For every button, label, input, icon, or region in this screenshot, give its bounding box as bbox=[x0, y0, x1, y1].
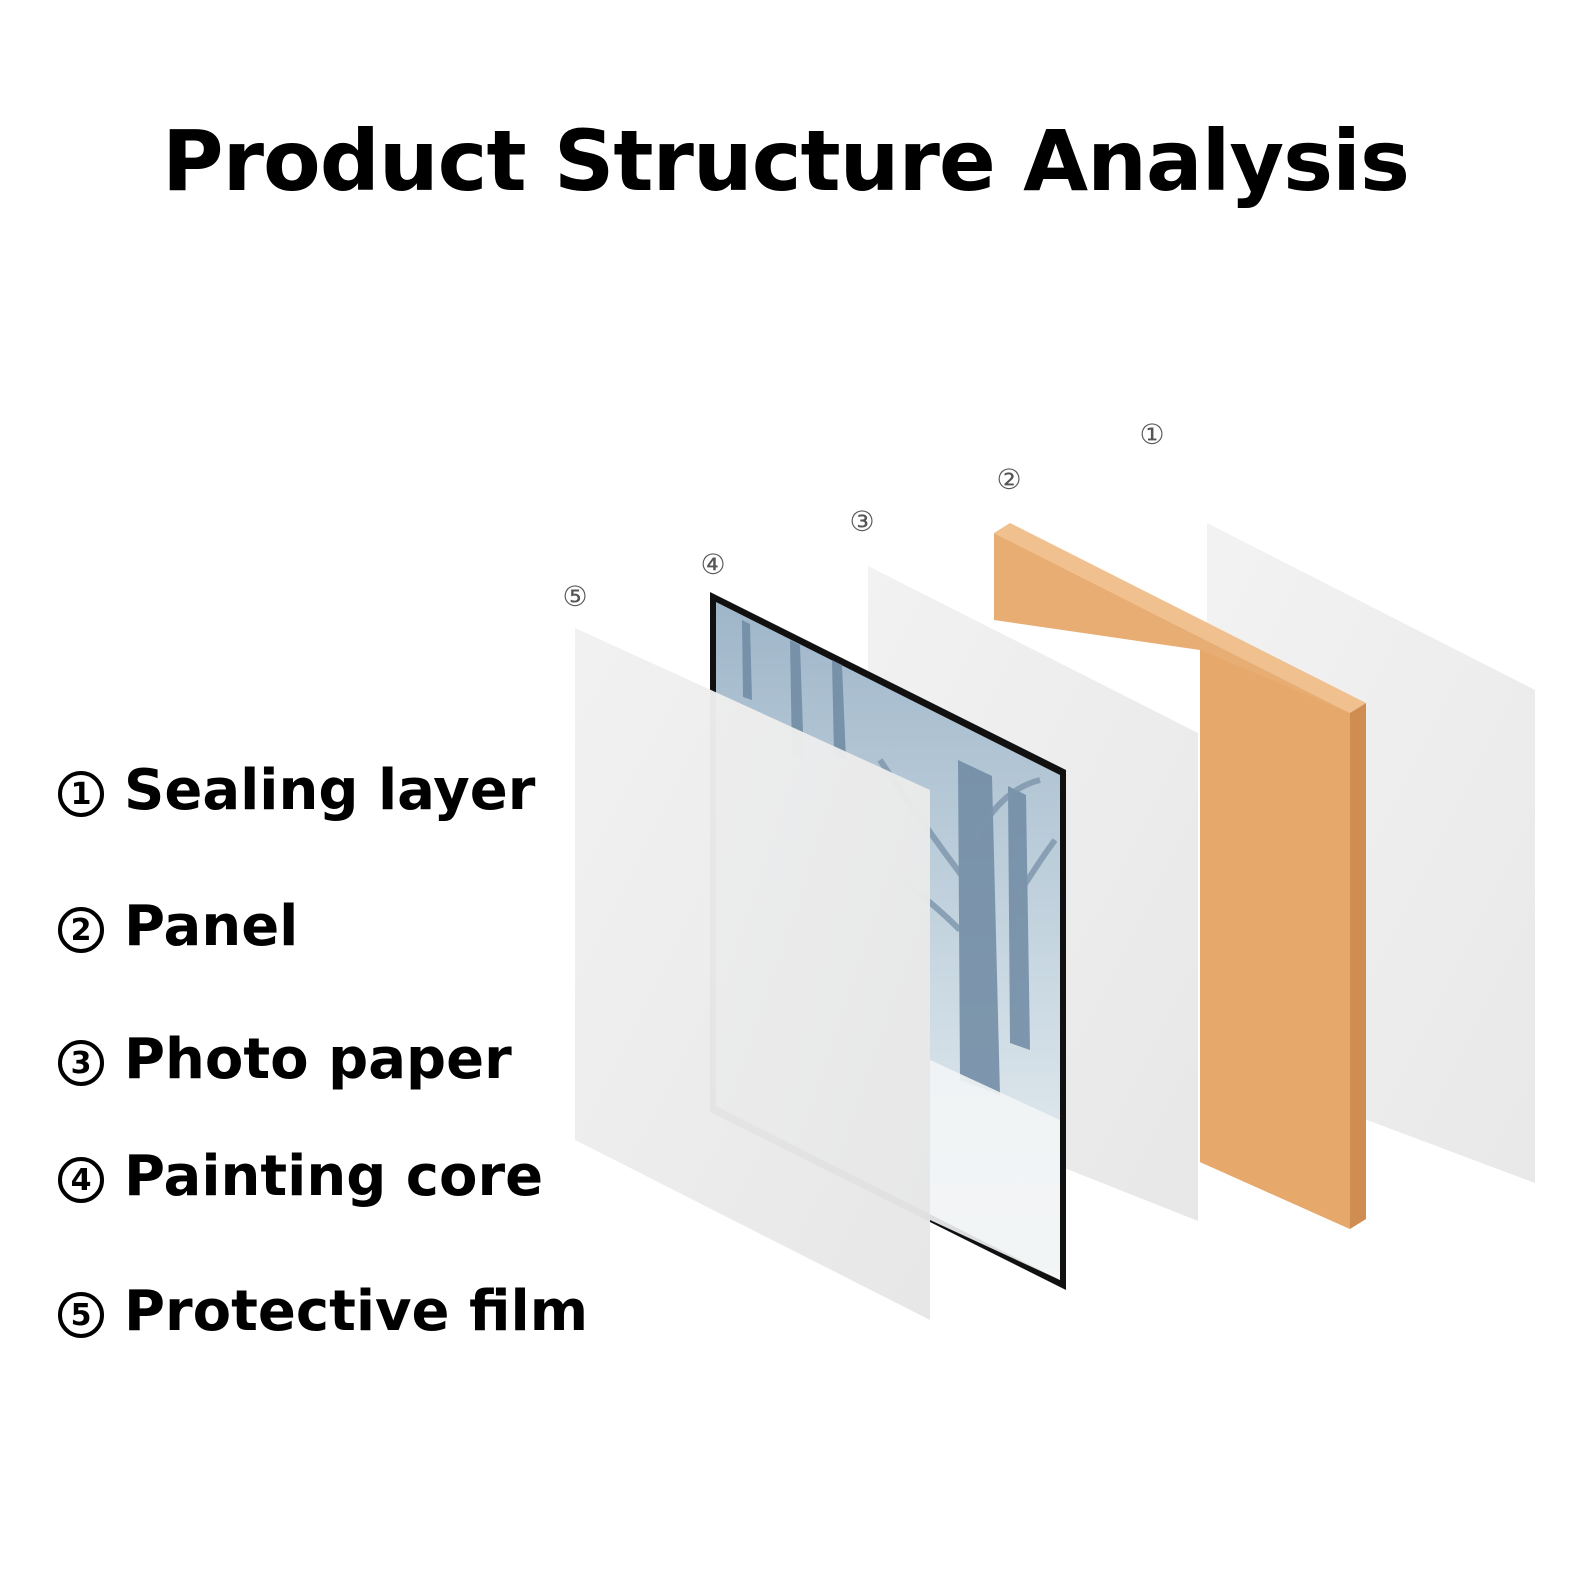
panel-top-edge bbox=[994, 523, 1366, 713]
legend-item-photo-paper: 3 Photo paper bbox=[58, 1024, 512, 1094]
legend-item-protective-film: 5 Protective film bbox=[58, 1276, 588, 1346]
page-title: Product Structure Analysis bbox=[162, 112, 1410, 210]
legend-number: 4 bbox=[58, 1157, 104, 1203]
tree-trunk bbox=[742, 620, 752, 700]
legend-number: 5 bbox=[58, 1292, 104, 1338]
panel-board bbox=[994, 523, 1366, 1229]
layer-marker-1: ① bbox=[1139, 418, 1164, 451]
legend-label: Photo paper bbox=[124, 1026, 512, 1092]
layer-marker-5: ⑤ bbox=[562, 580, 587, 613]
panel-face-lower bbox=[1200, 650, 1350, 1229]
panel-side-edge bbox=[1350, 703, 1366, 1229]
legend-number: 1 bbox=[58, 771, 104, 817]
legend-label: Panel bbox=[124, 893, 299, 959]
branch bbox=[972, 777, 1041, 842]
layer-marker-3: ③ bbox=[849, 505, 874, 538]
tree-trunk bbox=[1008, 786, 1030, 1050]
legend-number: 3 bbox=[58, 1040, 104, 1086]
layer-marker-4: ④ bbox=[700, 548, 725, 581]
snow-ground bbox=[930, 1060, 1060, 1280]
protective-film-sheet bbox=[575, 628, 930, 1320]
winter-trees bbox=[742, 620, 1030, 1095]
legend: 1 Sealing layer 2 Panel 3 Photo paper 4 … bbox=[58, 0, 618, 1571]
legend-label: Painting core bbox=[124, 1143, 544, 1209]
legend-number: 2 bbox=[58, 907, 104, 953]
snow-patch bbox=[930, 1060, 1060, 1280]
legend-item-panel: 2 Panel bbox=[58, 891, 298, 961]
branch bbox=[1012, 838, 1058, 902]
tree-trunk bbox=[832, 660, 846, 760]
legend-label: Protective film bbox=[124, 1278, 589, 1344]
tree-trunk bbox=[958, 760, 1000, 1095]
legend-item-sealing-layer: 1 Sealing layer bbox=[58, 755, 535, 825]
layer-marker-2: ② bbox=[996, 463, 1021, 496]
legend-label: Sealing layer bbox=[124, 757, 536, 823]
legend-item-painting-core: 4 Painting core bbox=[58, 1141, 543, 1211]
